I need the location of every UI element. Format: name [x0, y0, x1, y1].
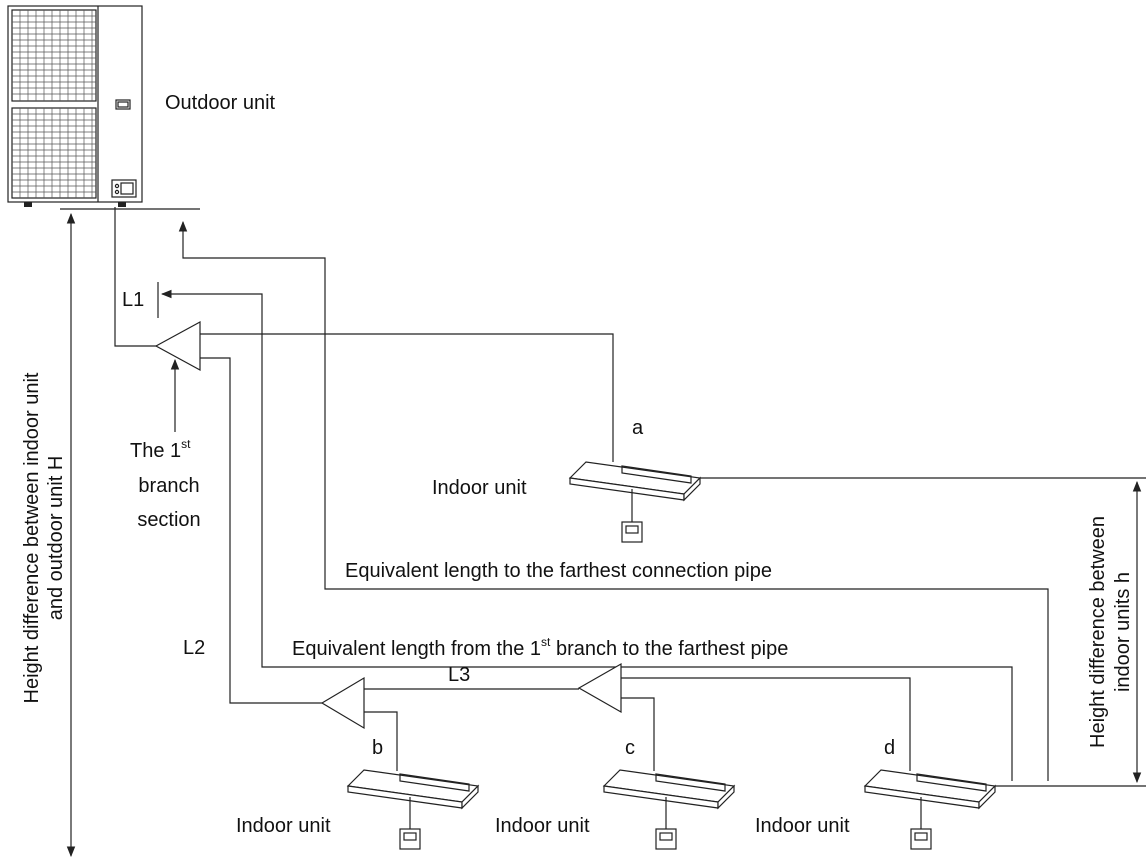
wired-controller-icon [399, 828, 421, 850]
ducted-indoor-unit-icon [346, 769, 480, 850]
piping-lines [114, 207, 911, 771]
indoor-unit-a-label: Indoor unit [432, 477, 527, 499]
equiv-length-farthest-line [178, 220, 1049, 781]
equiv-length-first-branch-line [160, 289, 1013, 781]
pipe-L1-label: L1 [122, 289, 144, 311]
pipe-L2-label: L2 [183, 637, 205, 659]
height-H-label-line1: Height difference between indoor unit [21, 372, 43, 703]
indoor-unit-b-label: Indoor unit [236, 815, 331, 837]
first-branch-label-line2: branch [138, 475, 199, 497]
pipe-L3-label: L3 [448, 664, 470, 686]
height-H-label-line2: and outdoor unit H [45, 456, 67, 621]
wired-controller-icon [621, 521, 643, 543]
ducted-indoor-unit-icon [863, 769, 997, 850]
equiv-length-first-branch-label: Equivalent length from the 1st branch to… [292, 635, 788, 660]
indoor-unit-c-label: Indoor unit [495, 815, 590, 837]
branch-joint-icon [320, 676, 365, 730]
unit-d-label: d [884, 737, 895, 759]
indoor-unit-d-label: Indoor unit [755, 815, 850, 837]
unit-c-label: c [625, 737, 635, 759]
wired-controller-icon [655, 828, 677, 850]
ducted-indoor-unit-icon [602, 769, 736, 850]
first-branch-label-line1: The 1st [130, 437, 191, 462]
outdoor-unit-icon [7, 5, 143, 207]
wired-controller-icon [910, 828, 932, 850]
first-branch-label-line3: section [137, 509, 200, 531]
unit-a-label: a [632, 417, 644, 439]
equiv-length-farthest-label: Equivalent length to the farthest connec… [345, 560, 772, 582]
branch-joint-icon [577, 662, 622, 714]
height-h-label-line2: indoor units h [1112, 572, 1134, 692]
outdoor-unit-label: Outdoor unit [165, 92, 276, 114]
ducted-indoor-unit-icon [568, 461, 702, 543]
unit-b-label: b [372, 737, 383, 759]
branch-joint-icon [154, 320, 201, 372]
height-h-label-line1: Height difference between [1087, 516, 1109, 748]
